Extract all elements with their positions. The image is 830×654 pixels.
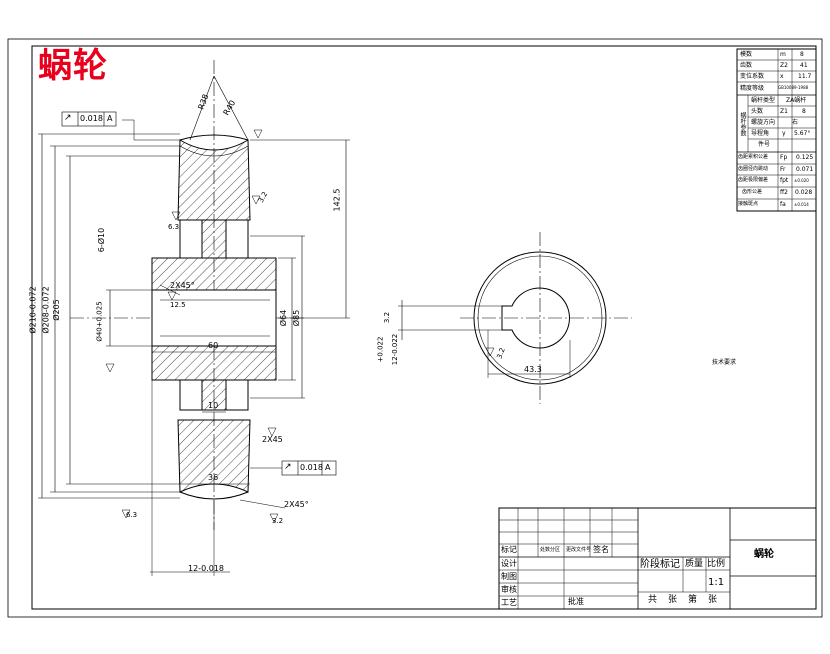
param-value: GB10089-1988 [778,85,809,90]
param-value: 8 [800,51,804,58]
param-name: 件号 [758,141,771,148]
param-value: 0.071 [796,166,814,173]
drawing-title: 蜗轮 [38,46,108,86]
dim-key-depth: 43.3 [524,365,542,374]
param-value: 5.67° [794,130,811,137]
dim-d208: Ø208-0.072 [41,286,51,334]
scale-value: 1:1 [708,577,725,588]
section-view [38,60,350,576]
param-value: ±0.014 [794,202,809,207]
dim-60: 60 [208,341,219,350]
param-value: 11.7 [798,73,812,80]
param-value: 8 [802,108,806,115]
param-value: ±0.020 [794,178,809,183]
tolerance-datum: A [107,114,113,123]
technical-notes: 技术要求 [712,359,737,366]
dim-chamfer-3: 2X45° [284,500,309,509]
dim-key-tol: +0.022 [376,336,385,363]
header-sign: 签名 [593,545,609,554]
param-name: 接触斑点 [738,201,759,207]
param-name: 齿圈径向跳动 [738,166,769,172]
param-name: 头数 [751,108,764,115]
dim-d210: Ø210-0.072 [28,286,38,334]
param-symbol: Z2 [780,62,788,69]
sheet-label: 共 [648,595,658,605]
roughness-label: 12.5 [170,301,186,309]
param-symbol: fpt [780,177,789,184]
param-name: 齿数 [740,62,753,69]
dim-key-height: 3.2 [383,311,392,324]
param-name: 变位系数 [740,73,765,80]
param-value: 41 [800,62,808,69]
param-symbol: m [780,51,786,58]
scale-label: 比例 [707,559,726,569]
dim-d64: Ø64 [279,309,289,327]
parameter-table [736,48,817,212]
dim-d85: Ø85 [292,309,302,327]
param-name: 导程角 [751,130,770,137]
dim-holes: 6-Ø10 [97,227,107,253]
sheet-label: 第 [688,595,698,605]
row-label: 制图 [501,572,517,581]
param-symbol: Fp [780,154,788,161]
param-symbol: Z1 [780,108,788,115]
param-name: 齿距累积公差 [738,154,769,160]
tolerance-value: 0.018 [80,114,103,123]
param-symbol: Fr [780,166,786,173]
roughness-label: 6.3 [168,223,180,231]
param-value: 0.125 [796,154,814,161]
row-label: 审核 [501,585,517,594]
param-symbol: ff2 [780,189,788,196]
part-name: 蜗轮 [754,549,774,560]
param-name: 蜗杆类型 [751,97,776,104]
dim-key-width: 12-0.022 [391,333,400,366]
dim-d205: Ø205 [51,299,61,321]
dim-142: 142.5 [332,188,342,212]
weight-label: 质量 [685,559,704,569]
param-symbol: γ [782,130,786,137]
sheet-label: 张 [708,595,718,605]
runout-symbol: ↗ [284,462,292,472]
header-change: 更改文件号 [566,547,592,553]
param-name: 齿形公差 [742,189,763,195]
param-name: 齿距极限偏差 [738,177,769,183]
roughness-label: 6.3 [126,511,138,519]
param-value: 右 [792,119,799,126]
param-symbol: fa [780,201,786,208]
param-name: 精度等级 [740,85,765,92]
sheet-label: 张 [668,595,678,605]
row-label: 设计 [501,559,517,568]
dim-chamfer-2: 2X45 [262,435,283,444]
param-group-label: 蜗杆参数 [739,112,746,136]
tolerance-datum: A [325,463,331,472]
dim-36: 36 [208,473,219,482]
runout-symbol: ↗ [64,113,72,123]
dim-chamfer-1: 2X45° [170,281,195,290]
dim-10: 10 [208,401,219,410]
param-value: ZA蜗杆 [786,97,807,104]
param-name: 螺旋方向 [751,119,776,126]
approve-label: 批准 [568,597,584,606]
dim-d40: Ø40+0.025 [95,301,104,342]
stage-label: 阶段标记 [640,559,680,570]
tolerance-value: 0.018 [300,463,323,472]
row-label: 标记 [501,545,517,554]
outer-border [7,38,823,618]
param-value: 0.028 [795,189,813,196]
dim-12: 12-0.018 [188,564,224,573]
inner-border [31,45,817,610]
roughness-label: 3.2 [272,517,284,525]
param-symbol: x [780,73,784,80]
header-zone: 处数分区 [540,547,561,553]
param-name: 模数 [740,51,753,58]
title-block [498,507,817,610]
row-label: 工艺 [501,598,517,607]
end-view [398,232,632,404]
